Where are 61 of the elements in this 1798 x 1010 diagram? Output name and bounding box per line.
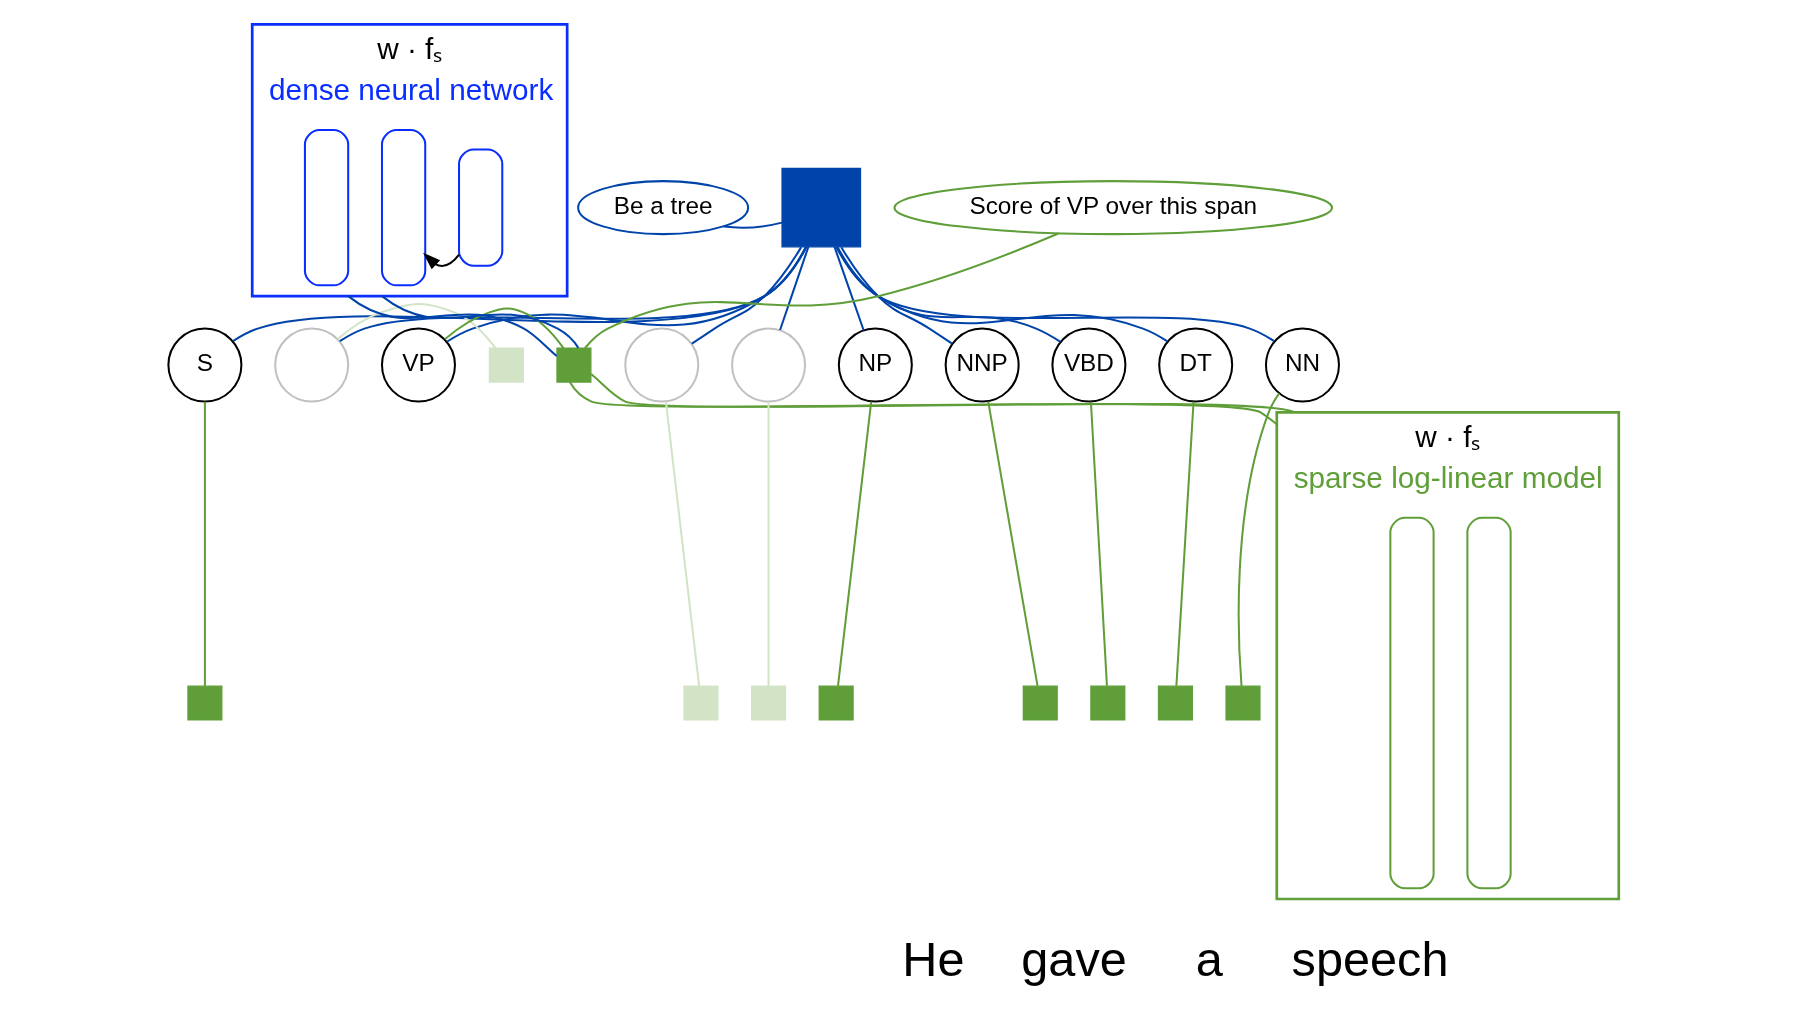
connector: [339, 246, 807, 343]
node-circle: NN: [1264, 327, 1340, 403]
connector: [590, 373, 1295, 414]
connector: [1237, 392, 1280, 687]
node-circle: VBD: [1051, 327, 1127, 403]
node-box: [683, 685, 719, 721]
node-bar: [1389, 516, 1435, 890]
label: speech: [1291, 931, 1449, 986]
connector: [1089, 401, 1108, 686]
connector: [987, 401, 1039, 687]
cluster: w · fₛ sparse log-linear model: [1275, 411, 1621, 901]
connector: [347, 295, 558, 357]
node-box: [187, 685, 223, 721]
node-box: [1157, 685, 1193, 721]
connector: [835, 246, 1168, 343]
label: He: [902, 931, 965, 986]
connector: [835, 246, 1275, 343]
connector: [691, 246, 803, 345]
node-bar: [458, 148, 504, 267]
node-ellipse: Score of VP over this span: [893, 180, 1334, 236]
node-circle: NNP: [944, 327, 1020, 403]
node-box: [818, 685, 854, 721]
cluster: w · fₛ dense neural network: [250, 23, 569, 298]
label: gave: [1021, 931, 1127, 986]
connector: [444, 307, 565, 349]
node-bar: [303, 128, 350, 287]
connector: [381, 295, 580, 349]
node-box: [1225, 685, 1261, 721]
connector: [767, 401, 770, 686]
node-ellipse: Be a tree: [577, 180, 750, 236]
connector: [232, 246, 808, 342]
arrow: [423, 252, 460, 270]
node-box: [1090, 685, 1126, 721]
node-bar: [380, 128, 427, 287]
connector: [723, 221, 783, 229]
connector: [337, 302, 497, 349]
connector: [779, 246, 810, 331]
connector: [833, 246, 865, 331]
connector: [836, 246, 1062, 343]
node-bar: [1466, 516, 1512, 890]
connector: [840, 246, 953, 345]
node-circle: DT: [1158, 327, 1234, 403]
connector: [836, 401, 873, 687]
label: a: [1195, 931, 1223, 986]
node-circle: VP: [380, 327, 456, 403]
node-circle: [274, 327, 350, 403]
node-box: [751, 685, 787, 721]
node-circle: NP: [837, 327, 913, 403]
node-box: [1022, 685, 1058, 721]
node-circle: S: [167, 327, 243, 403]
node-circle: [624, 327, 700, 403]
node-box: [488, 347, 524, 383]
connector: [446, 246, 807, 343]
node-box: [781, 167, 862, 248]
node-circle: [731, 327, 807, 403]
connector: [584, 232, 1059, 349]
connector: [1175, 401, 1195, 686]
connector: [569, 381, 1278, 426]
connector: [203, 401, 206, 686]
node-box: [556, 347, 592, 383]
connector: [664, 401, 701, 687]
